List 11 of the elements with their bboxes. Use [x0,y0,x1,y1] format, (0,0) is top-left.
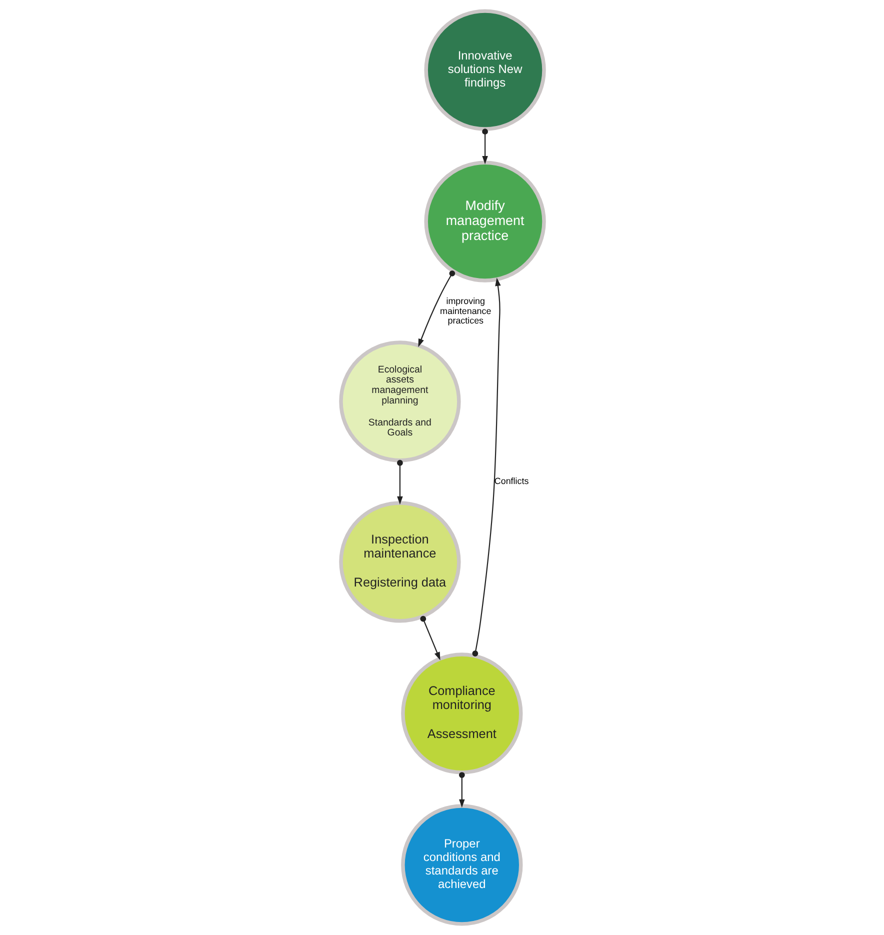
arrow [420,616,440,660]
arrow [472,278,500,656]
arrow [482,128,488,164]
edge-label: improving maintenance practices [440,296,491,326]
arrow [458,772,464,808]
arrow [418,270,455,348]
arrow [396,460,402,505]
node-circle: Ecological assets management planning Standards and Goals [338,340,460,462]
node-circle: Proper conditions and standards are achieved [400,804,522,926]
node-circle: Modify management practice [424,160,546,282]
node-circle: Innovative solutions New findings [424,9,546,131]
